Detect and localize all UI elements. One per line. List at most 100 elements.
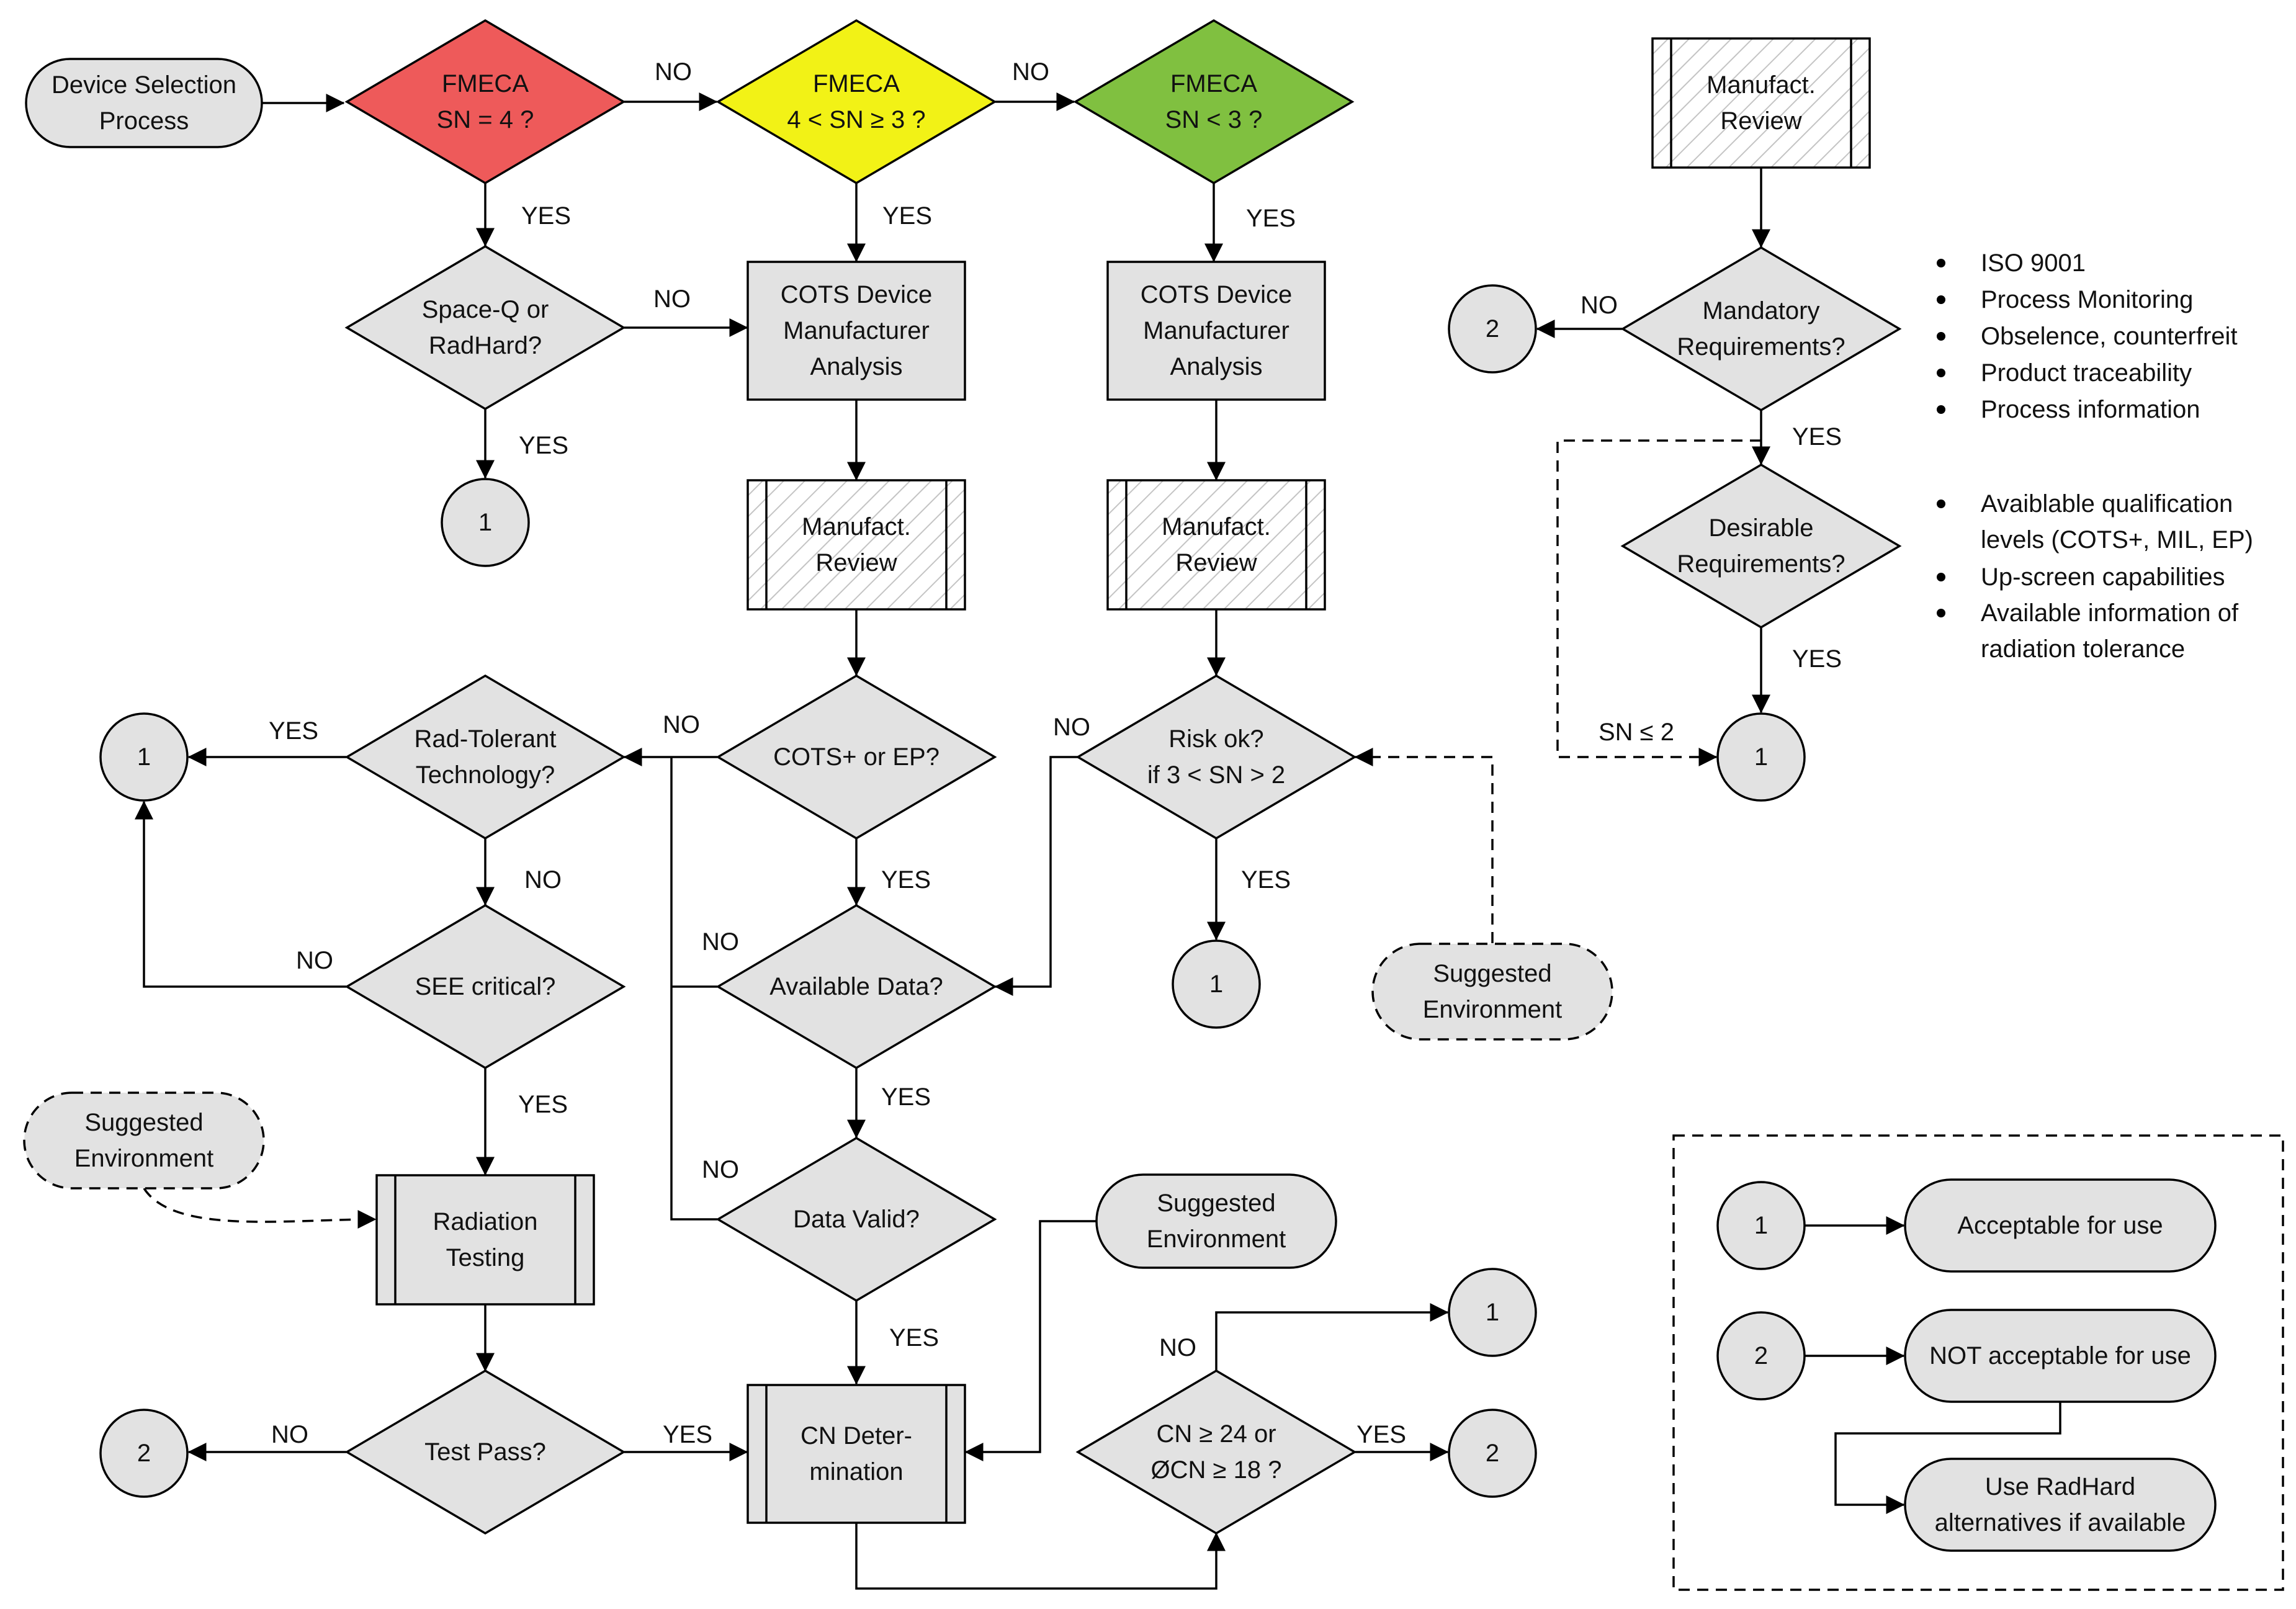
node-cots-plus: COTS+ or EP?: [715, 674, 997, 840]
bullet-dot: [1937, 609, 1945, 617]
bullet-dot: [1937, 369, 1945, 377]
suggested-env-1-text: Environment: [1423, 996, 1563, 1023]
legend-not-acceptable-text: NOT acceptable for use: [1929, 1342, 2191, 1369]
suggested-env-3-text: Suggested: [1157, 1190, 1275, 1217]
edge-label-valid-no: NO: [702, 1156, 739, 1183]
legend-use-radhard-text: Use RadHard: [1985, 1473, 2135, 1500]
desirable-text: Requirements?: [1677, 550, 1845, 578]
connector-text: 1: [1754, 743, 1768, 771]
manuf-review-2-text: Review: [1175, 549, 1257, 576]
cn-check-text: ØCN ≥ 18 ?: [1151, 1456, 1282, 1484]
mandatory-note-item: Process information: [1981, 396, 2200, 423]
edge-label-avail-no: NO: [702, 928, 739, 956]
suggested-env-2-text: Suggested: [84, 1109, 203, 1136]
edge-label-green-yes: YES: [1246, 205, 1296, 232]
edge-label-risk-yes: YES: [1241, 866, 1291, 894]
cots-plus-text: COTS+ or EP?: [773, 743, 939, 771]
edge-label-spaceq-yes: YES: [519, 432, 568, 459]
node-available-data: Available Data?: [715, 903, 997, 1070]
cots-analysis-2-text: Analysis: [1170, 353, 1263, 380]
radiation-testing-text: Radiation: [433, 1208, 537, 1235]
cots-analysis-1-text: Manufacturer: [783, 317, 930, 344]
connector-text: 1: [478, 509, 492, 536]
desirable-note-item: radiation tolerance: [1981, 635, 2185, 663]
manuf-review-3-text: Review: [1720, 107, 1801, 135]
edge-label-sn-le-2: SN ≤ 2: [1599, 719, 1674, 746]
edge-label-test-no: NO: [271, 1421, 308, 1448]
edge-label-mandatory-no: NO: [1581, 292, 1618, 319]
edges: [135, 92, 1770, 1590]
space-q-text: Space-Q or: [422, 296, 549, 323]
connector-text: 1: [137, 743, 151, 771]
dashed-edge-1: [1556, 439, 1761, 766]
cn-det-text: CN Deter-: [800, 1422, 912, 1450]
mandatory-text: Requirements?: [1677, 333, 1845, 361]
mandatory-note-item: Product traceability: [1981, 359, 2192, 387]
connector-conn-1d: 1: [1716, 712, 1806, 802]
start-text: Process: [99, 107, 189, 135]
edge-label-risk-no: NO: [1053, 714, 1090, 741]
edge-29: [855, 1523, 1226, 1590]
desirable-note-item: Available information of: [1981, 599, 2239, 627]
bullet-dot: [1937, 405, 1945, 414]
edge-label-see-no: NO: [296, 947, 333, 974]
desirable-note-item: Up-screen capabilities: [1981, 563, 2225, 591]
connector-text: 2: [137, 1440, 151, 1467]
edge-no-bus: [670, 757, 717, 1221]
data-valid-text: Data Valid?: [793, 1206, 920, 1233]
node-manuf-review-1: Manufact. Review: [747, 479, 966, 611]
edge-label-yellow-yes: YES: [882, 202, 932, 230]
manuf-review-1-text: Manufact.: [802, 513, 911, 540]
node-see-critical: SEE critical?: [344, 903, 626, 1070]
legend-connector-text: 1: [1754, 1212, 1768, 1239]
edge-labels: NO NO YES YES YES NO YES NO YES YES SN ≤ 2 YES NO NO Y…: [269, 58, 1842, 1448]
suggested-env-1-text: Suggested: [1433, 960, 1551, 987]
manuf-review-2-text: Manufact.: [1162, 513, 1271, 540]
bullet-dot: [1937, 295, 1945, 304]
edge-label-desirable-yes: YES: [1792, 645, 1842, 673]
mandatory-note-item: Process Monitoring: [1981, 286, 2193, 313]
edge-label-red-yes: YES: [521, 202, 571, 230]
edge-19: [135, 800, 346, 988]
legend-acceptable: [1904, 1178, 2217, 1273]
mandatory-note-item: ISO 9001: [1981, 249, 2086, 277]
edge-label-cotsplus-no: NO: [663, 711, 700, 738]
connector-text: 2: [1486, 1440, 1499, 1467]
edge-label-avail-yes: YES: [881, 1083, 931, 1111]
rad-tolerant-text: Technology?: [416, 761, 555, 789]
risk-ok-text: if 3 < SN > 2: [1147, 761, 1285, 789]
manuf-review-1-text: Review: [815, 549, 897, 576]
edge-31: [1215, 1303, 1449, 1371]
connector-conn-1e: 1: [1448, 1268, 1537, 1357]
mandatory-note-item: Obselence, counterfreit: [1981, 323, 2238, 350]
available-data-text: Available Data?: [769, 973, 943, 1000]
risk-ok-text: Risk ok?: [1168, 725, 1263, 753]
edge-30: [964, 1220, 1096, 1461]
connector-conn-2b: 2: [99, 1409, 189, 1498]
edge-label-cn-no: NO: [1159, 1334, 1196, 1361]
connector-text: 1: [1209, 970, 1223, 998]
bullet-dot: [1937, 573, 1945, 581]
connector-text: 2: [1486, 315, 1499, 343]
node-cn-det: CN Deter-mination: [747, 1384, 966, 1524]
connector-conn-2c: 2: [1448, 1409, 1537, 1498]
dashed-edge-0: [1354, 748, 1494, 943]
cots-analysis-1-text: Analysis: [810, 353, 903, 380]
edge-label-radtol-no: NO: [524, 866, 562, 894]
edge-label-cn-yes: YES: [1357, 1421, 1406, 1448]
fmeca-green-text: SN < 3 ?: [1165, 106, 1263, 133]
edge-label-spaceq-no: NO: [653, 285, 691, 313]
